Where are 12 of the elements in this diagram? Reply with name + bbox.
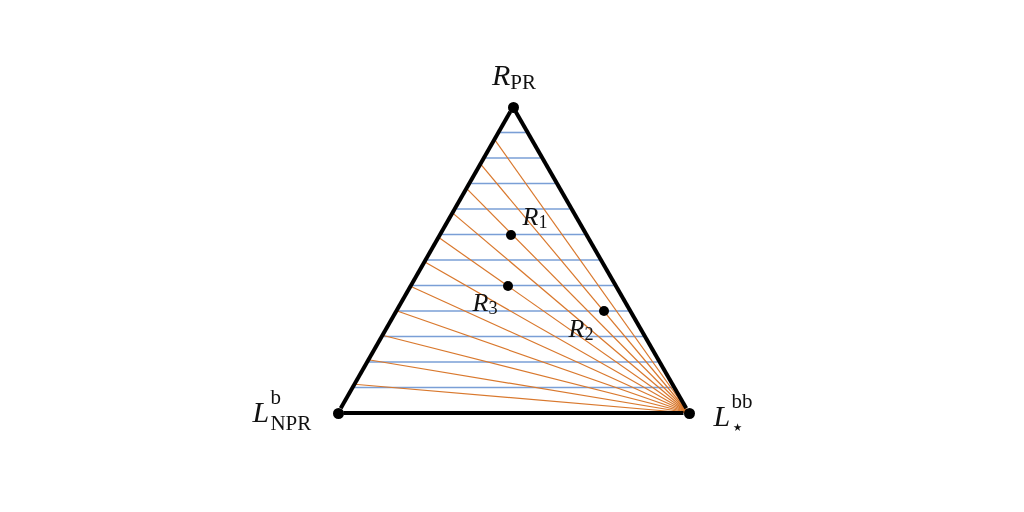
triangle-side bbox=[514, 110, 688, 410]
point-dot bbox=[599, 306, 609, 316]
vertex-dot bbox=[507, 101, 519, 113]
vertex-label: R$_{PR}$ bbox=[492, 57, 536, 93]
vertex-dot bbox=[332, 407, 344, 419]
triangle-side bbox=[339, 110, 512, 410]
point-dot bbox=[506, 230, 516, 240]
triangle-side bbox=[343, 411, 684, 415]
vertex-dot bbox=[683, 407, 695, 419]
point-dot bbox=[503, 281, 513, 291]
point-label: R$_{1}$ bbox=[522, 202, 548, 232]
point-label: R$_{3}$ bbox=[472, 288, 498, 318]
